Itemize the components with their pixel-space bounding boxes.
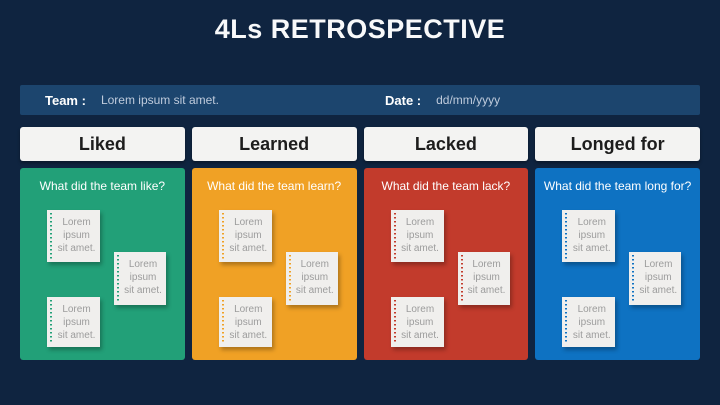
date-label: Date : <box>385 92 422 108</box>
column-question: What did the team lack? <box>381 179 511 193</box>
sticky-note[interactable]: Lorem ipsum sit amet. <box>47 210 100 262</box>
sticky-note[interactable]: Lorem ipsum sit amet. <box>47 297 100 347</box>
column-header-lacked: Lacked <box>363 127 529 161</box>
column-question: What did the team learn? <box>207 179 342 193</box>
column-header-label: Longed for <box>570 133 665 154</box>
sticky-note[interactable]: Lorem ipsum sit amet. <box>390 210 444 262</box>
column-header-label: Liked <box>78 133 126 154</box>
column-header-label: Lacked <box>414 133 477 154</box>
team-value-field[interactable]: Lorem ipsum sit amet. <box>100 93 219 107</box>
column-longed-for: Longed for What did the team long for? L… <box>535 127 700 360</box>
date-section: Date : dd/mm/yyyy <box>360 93 700 108</box>
team-date-bar: Team : Lorem ipsum sit amet. Date : dd/m… <box>20 85 700 115</box>
sticky-note[interactable]: Lorem ipsum sit amet. <box>390 297 444 347</box>
page-title: 4Ls RETROSPECTIVE <box>214 14 506 44</box>
column-header-longed-for: Longed for <box>535 127 700 161</box>
column-body-liked: What did the team like? Lorem ipsum sit … <box>20 168 185 360</box>
date-value-field[interactable]: dd/mm/yyyy <box>436 93 501 107</box>
column-body-learned: What did the team learn? Lorem ipsum sit… <box>191 168 357 360</box>
sticky-note[interactable]: Lorem ipsum sit amet. <box>562 297 616 347</box>
column-body-longed-for: What did the team long for? Lorem ipsum … <box>535 168 700 360</box>
column-question: What did the team like? <box>39 179 166 193</box>
sticky-note[interactable]: Lorem ipsum sit amet. <box>218 297 272 347</box>
column-question: What did the team long for? <box>543 179 692 193</box>
column-learned: Learned What did the team learn? Lorem i… <box>191 127 357 360</box>
sticky-note[interactable]: Lorem ipsum sit amet. <box>114 252 166 305</box>
column-header-liked: Liked <box>20 127 185 161</box>
team-label: Team : <box>45 92 86 108</box>
column-header-learned: Learned <box>191 127 357 161</box>
sticky-note[interactable]: Lorem ipsum sit amet. <box>562 210 616 262</box>
sticky-note[interactable]: Lorem ipsum sit amet. <box>285 252 338 305</box>
column-lacked: Lacked What did the team lack? Lorem ips… <box>363 127 529 360</box>
sticky-note[interactable]: Lorem ipsum sit amet. <box>218 210 272 262</box>
team-section: Team : Lorem ipsum sit amet. <box>20 93 360 108</box>
retrospective-board: Liked What did the team like? Lorem ipsu… <box>20 127 700 360</box>
sticky-note[interactable]: Lorem ipsum sit amet. <box>629 252 682 305</box>
column-liked: Liked What did the team like? Lorem ipsu… <box>20 127 185 360</box>
column-header-label: Learned <box>239 133 310 154</box>
column-body-lacked: What did the team lack? Lorem ipsum sit … <box>363 168 529 360</box>
sticky-note[interactable]: Lorem ipsum sit amet. <box>457 252 510 305</box>
